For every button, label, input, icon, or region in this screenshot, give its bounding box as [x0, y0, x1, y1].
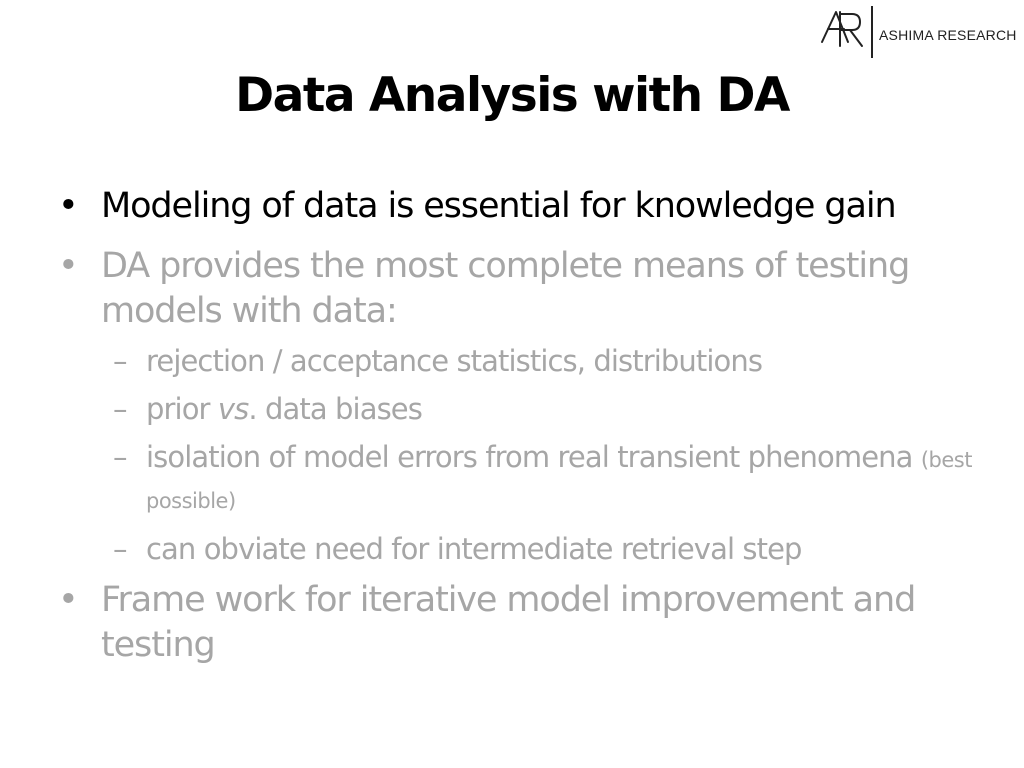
bullet-dot-icon: • [58, 580, 79, 620]
logo-divider [871, 6, 873, 58]
sub-item-isolation: – isolation of model errors from real tr… [113, 438, 988, 520]
sub-bullet-dash-icon: – [113, 344, 127, 378]
sub-item-text: isolation of model errors from real tran… [146, 440, 913, 474]
logo-text: ASHIMA RESEARCH [879, 27, 1017, 43]
ashima-research-logo: ASHIMA RESEARCH [820, 6, 1020, 60]
sub-bullet-list: – rejection / acceptance statistics, dis… [101, 342, 988, 568]
bullet-item-modeling: • Modeling of data is essential for know… [58, 184, 988, 229]
sub-item-text-before: prior [146, 392, 218, 426]
sub-item-text: rejection / acceptance statistics, distr… [146, 344, 763, 378]
bullet-list: • Modeling of data is essential for know… [58, 184, 988, 668]
bullet-item-frame-work: • Frame work for iterative model improve… [58, 578, 988, 668]
sub-item-note: (best possible) [146, 448, 972, 513]
sub-item-text: can obviate need for intermediate retrie… [146, 532, 802, 566]
sub-bullet-dash-icon: – [113, 532, 127, 566]
bullet-dot-icon: • [58, 246, 79, 286]
bullet-item-da-provides: • DA provides the most complete means of… [58, 244, 988, 568]
bullet-dot-icon: • [58, 186, 79, 226]
sub-bullet-dash-icon: – [113, 392, 127, 426]
sub-item-obviate: – can obviate need for intermediate retr… [113, 530, 988, 568]
sub-bullet-dash-icon: – [113, 440, 127, 474]
bullet-text: Frame work for iterative model improveme… [101, 580, 916, 665]
ar-logo-mark-icon [821, 11, 863, 47]
sub-item-text-italic: vs [217, 392, 249, 426]
sub-item-rejection: – rejection / acceptance statistics, dis… [113, 342, 988, 380]
sub-item-prior-vs-data: – prior vs. data biases [113, 390, 988, 428]
bullet-text: DA provides the most complete means of t… [101, 246, 910, 331]
sub-item-text-after: . data biases [248, 392, 422, 426]
bullet-text: Modeling of data is essential for knowle… [101, 186, 897, 226]
slide-title: Data Analysis with DA [235, 68, 790, 123]
